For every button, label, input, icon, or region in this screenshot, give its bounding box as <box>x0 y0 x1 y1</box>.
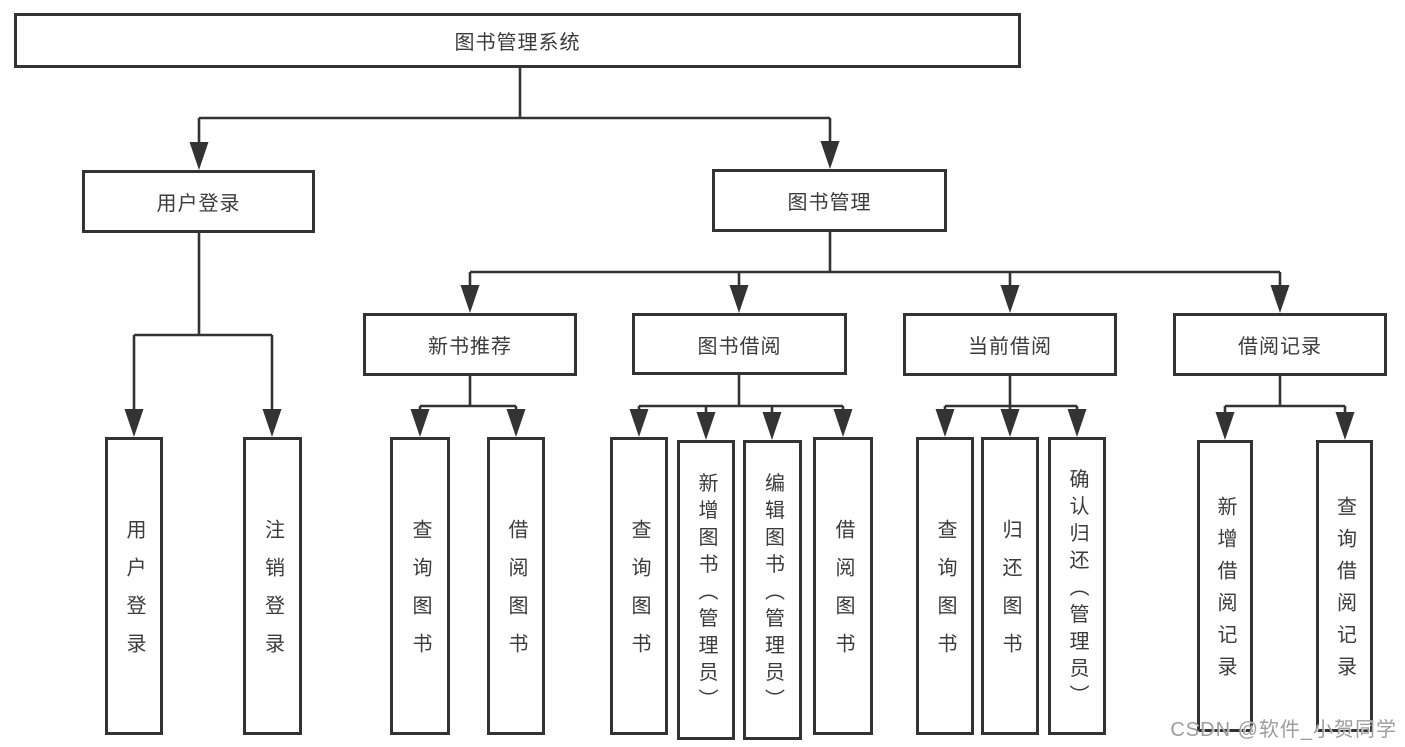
edge-borrow-records-children <box>1223 376 1347 415</box>
leaf-edit-books-admin: 编辑图书（管理员） <box>743 440 802 740</box>
leaf-logout: 注销登录 <box>243 437 302 735</box>
node-current-borrowing: 当前借阅 <box>903 313 1117 376</box>
arrow-icon <box>410 409 430 437</box>
arrow-icon <box>506 409 526 437</box>
node-label: 用户登录 <box>156 193 241 215</box>
node-label: 归还图书 <box>999 519 1021 671</box>
leaf-query-books: 查询图书 <box>916 437 974 735</box>
node-label: 查询借阅记录 <box>1333 496 1356 688</box>
node-book-management: 图书管理 <box>712 169 947 232</box>
node-label: 图书管理 <box>787 192 872 214</box>
node-borrowing-records: 借阅记录 <box>1173 313 1387 376</box>
node-label: 新增借阅记录 <box>1214 496 1236 688</box>
arrow-icon <box>1270 285 1290 313</box>
node-label: 查询图书 <box>409 519 431 671</box>
watermark: CSDN @软件_小贺同学 <box>1170 719 1397 741</box>
edge-book-mgmt-children <box>468 232 1282 289</box>
node-label: 查询图书 <box>934 519 956 671</box>
node-label: 查询图书 <box>628 519 650 671</box>
leaf-add-books-admin: 新增图书（管理员） <box>677 440 735 740</box>
arrow-icon <box>935 409 955 437</box>
node-library-management-system: 图书管理系统 <box>14 13 1021 68</box>
node-book-borrowing: 图书借阅 <box>632 313 847 375</box>
leaf-borrow-books: 借阅图书 <box>487 437 545 735</box>
arrow-icon <box>1000 285 1020 313</box>
node-label: 借阅图书 <box>505 519 527 671</box>
node-label: 当前借阅 <box>968 336 1052 358</box>
arrow-icon <box>1067 409 1087 437</box>
edge-root-to-level2 <box>197 68 832 146</box>
arrowheads <box>124 141 1355 440</box>
edge-current-borrow-children <box>943 376 1079 413</box>
arrow-icon <box>833 409 853 437</box>
arrow-icon <box>262 409 282 437</box>
node-label: 图书借阅 <box>697 335 782 358</box>
arrow-icon <box>1000 409 1020 437</box>
node-label: 注销登录 <box>261 519 284 671</box>
node-label: 确认归还（管理员） <box>1066 468 1088 711</box>
leaf-confirm-return-admin: 确认归还（管理员） <box>1048 437 1106 735</box>
node-label: 借阅记录 <box>1238 336 1322 358</box>
leaf-query-borrow-record: 查询借阅记录 <box>1316 440 1373 732</box>
arrow-icon <box>124 409 144 437</box>
leaf-query-books: 查询图书 <box>610 437 668 735</box>
arrow-icon <box>1215 412 1235 440</box>
arrow-icon <box>820 141 840 169</box>
edge-new-book-children <box>418 376 518 413</box>
leaf-return-books: 归还图书 <box>981 437 1039 735</box>
arrow-icon <box>729 285 749 313</box>
node-new-book-recommendation: 新书推荐 <box>363 313 577 376</box>
edge-book-borrow-children <box>637 375 845 414</box>
edge-user-login-children <box>132 233 274 413</box>
node-label: 新增图书（管理员） <box>695 472 717 715</box>
leaf-query-books: 查询图书 <box>390 437 450 735</box>
leaf-user-login: 用户登录 <box>105 437 163 735</box>
node-label: 用户登录 <box>123 519 145 671</box>
leaf-borrow-books: 借阅图书 <box>813 437 873 735</box>
leaf-add-borrow-record: 新增借阅记录 <box>1197 440 1253 732</box>
arrow-icon <box>460 285 480 313</box>
arrow-icon <box>762 412 782 440</box>
node-label: 图书管理系统 <box>454 32 581 54</box>
node-label: 新书推荐 <box>428 336 512 358</box>
arrow-icon <box>1335 412 1355 440</box>
arrow-icon <box>696 412 716 440</box>
node-label: 编辑图书（管理员） <box>761 472 784 715</box>
arrow-icon <box>189 142 209 170</box>
arrow-icon <box>629 409 649 437</box>
node-user-login: 用户登录 <box>82 170 315 233</box>
node-label: 借阅图书 <box>832 519 854 671</box>
